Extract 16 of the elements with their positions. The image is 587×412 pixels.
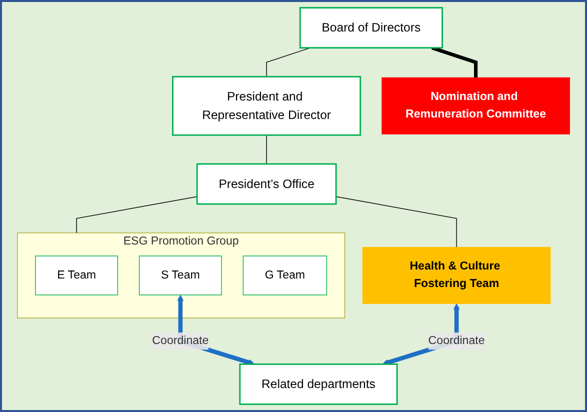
node-box: President and Representative Director	[172, 76, 362, 136]
connector	[266, 134, 267, 164]
node-box: E Team	[35, 256, 118, 296]
node-box: Nomination and Remuneration Committee	[382, 77, 570, 134]
node-box: Health & Culture Fostering Team	[362, 246, 551, 304]
node-box: Board of Directors	[299, 7, 443, 49]
edge-label: Coordinate	[152, 334, 209, 347]
edge-label: Coordinate	[428, 334, 485, 347]
node-box: S Team	[138, 256, 222, 296]
connector	[76, 196, 198, 234]
connector	[266, 47, 311, 78]
connector	[336, 196, 457, 248]
node-box: President’s Office	[196, 163, 337, 205]
connector	[431, 46, 478, 78]
node-box: Related departments	[239, 363, 398, 405]
node-box: G Team	[242, 256, 328, 296]
